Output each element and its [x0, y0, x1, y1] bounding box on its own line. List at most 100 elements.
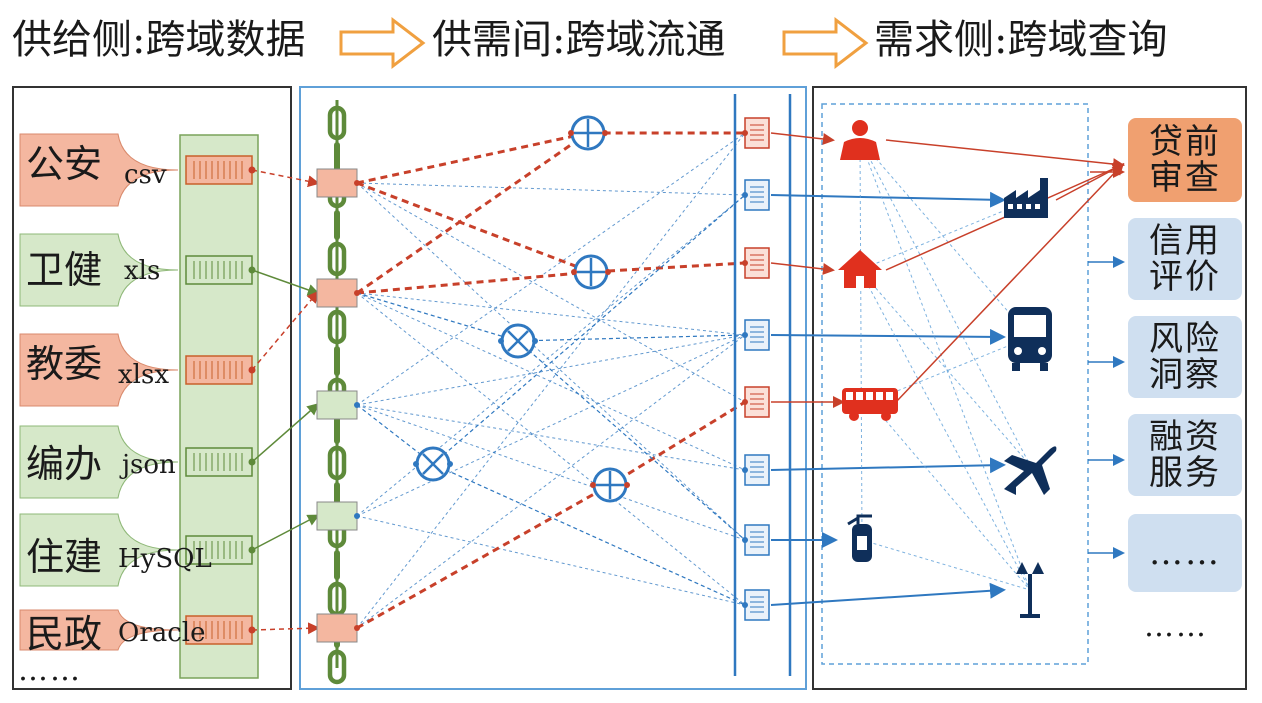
demand-frame [821, 103, 1089, 665]
fire-extinguisher-icon [847, 514, 872, 562]
document-icon [744, 454, 770, 486]
operator-flow-line [432, 194, 746, 465]
output-flow-line [895, 162, 1125, 403]
demand-mesh-line [859, 269, 1031, 466]
source-tab [19, 233, 179, 307]
primary-flow-line [356, 131, 745, 185]
primary-flow-line [356, 400, 746, 630]
source-label: 编办 [26, 442, 103, 486]
port-dot [354, 625, 360, 631]
store-block [185, 535, 253, 565]
operator-flow-line [517, 334, 746, 342]
output-more: …… [1128, 514, 1242, 592]
source-tab [19, 333, 179, 407]
output-financing-service: 融资 服务 [1128, 414, 1242, 496]
doc-to-demand-line [770, 262, 835, 275]
chain-link [334, 210, 340, 240]
document-icon [744, 247, 770, 279]
chain-link [334, 142, 340, 172]
source-format: xlsx [118, 360, 169, 390]
output-line: 贷前 [1149, 122, 1221, 162]
document-icon [744, 386, 770, 418]
source-format: csv [124, 160, 167, 190]
mesh-line [356, 182, 746, 196]
source-label: 民政 [26, 612, 103, 656]
title-row: 供给侧:跨域数据 供需间:跨域流通 需求侧:跨域查询 [12, 8, 1252, 78]
flow-panel [299, 86, 807, 690]
supply-panel [12, 86, 292, 690]
chain-link [327, 309, 347, 345]
chain-link [327, 649, 347, 685]
demand-mesh-line [869, 336, 1031, 403]
source-tab [19, 513, 179, 587]
source-flow-line [251, 269, 320, 296]
mesh-line [356, 182, 746, 403]
source-flow-line [251, 622, 320, 635]
mesh-line [356, 292, 746, 336]
chain-link [327, 241, 347, 277]
source-flow-line [251, 169, 320, 188]
mesh-line [356, 292, 746, 606]
source-label: 住建 [26, 535, 103, 579]
operator-flow-line [356, 292, 519, 342]
chain-link [334, 414, 340, 444]
store-block [185, 355, 253, 385]
store-block [185, 447, 253, 477]
output-line: 融资 [1149, 417, 1221, 457]
flow-arrow-icon [782, 16, 869, 70]
mesh-line [356, 404, 746, 471]
mesh-line [356, 132, 746, 406]
source-flow-line [251, 290, 319, 371]
operator-flow-line [432, 463, 746, 606]
mesh-line [356, 334, 746, 517]
source-label: 卫健 [26, 248, 103, 292]
doc-to-demand-line [770, 582, 1006, 606]
street-lamp-icon [1016, 562, 1044, 618]
demand-mesh-line [869, 401, 1031, 591]
output-line: 审查 [1149, 158, 1221, 198]
sources-more: …… [18, 653, 82, 688]
chain-link [327, 105, 347, 141]
mesh-line [356, 132, 746, 629]
demand-mesh-line [859, 139, 1031, 591]
document-icon [744, 589, 770, 621]
port-dot [354, 290, 360, 296]
doc-to-demand-line [770, 132, 835, 145]
bus-icon [1008, 307, 1052, 371]
source-format: Oracle [118, 618, 206, 648]
source-format: json [122, 450, 176, 480]
mesh-line [356, 292, 746, 471]
truck-icon [842, 388, 898, 421]
output-line: 评价 [1149, 257, 1221, 297]
mesh-line [356, 404, 746, 541]
source-tab [19, 133, 179, 207]
document-icon [744, 179, 770, 211]
house-icon [838, 250, 882, 288]
demand-mesh-line [859, 139, 863, 541]
output-credit-rating: 信用 评价 [1128, 218, 1242, 300]
source-flow-line [251, 514, 320, 551]
chain-link [327, 445, 347, 481]
port-dot [354, 402, 360, 408]
demand-panel [812, 86, 1247, 690]
person-icon [840, 120, 880, 160]
output-flow-line [885, 139, 1125, 171]
output-line: …… [1149, 533, 1221, 573]
stage-demand-title: 需求侧:跨域查询 [874, 17, 1168, 63]
source-tab [19, 425, 179, 499]
document-icon [744, 117, 770, 149]
chain-block [316, 501, 358, 531]
document-icon [744, 524, 770, 556]
output-loan-review: 贷前 审查 [1128, 118, 1242, 202]
output-line: 服务 [1149, 453, 1221, 493]
store-block [185, 255, 253, 285]
store-block [185, 615, 253, 645]
factory-icon [1004, 178, 1048, 218]
stage-flow-title: 供需间:跨域流通 [432, 17, 726, 63]
operator-flow-line [517, 340, 746, 541]
source-format: xls [124, 256, 161, 286]
primary-flow-line [356, 181, 592, 274]
primary-flow-line [356, 261, 746, 295]
flow-arrow-icon [339, 16, 426, 70]
